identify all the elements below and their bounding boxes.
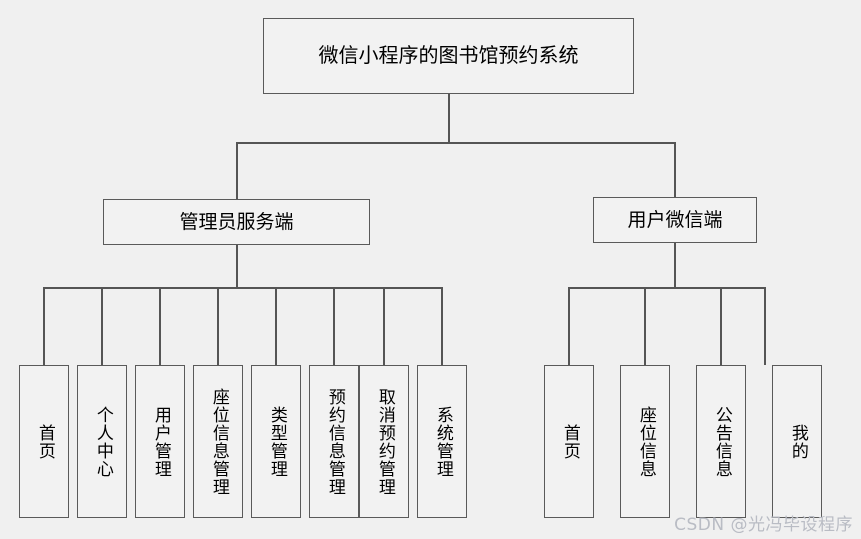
- node-leaf-label: 系统管理: [432, 405, 453, 478]
- node-leaf-label: 公告信息: [711, 405, 732, 478]
- connector-admin-drop-2: [101, 287, 103, 365]
- node-leaf-user-announcement-info[interactable]: 公告信息: [696, 365, 746, 518]
- connector-admin-drop-6: [333, 287, 335, 365]
- node-leaf-user-seat-info[interactable]: 座位信息: [620, 365, 670, 518]
- node-leaf-user-mine[interactable]: 我的: [772, 365, 822, 518]
- connector-user-drop-2: [644, 287, 646, 365]
- node-leaf-label: 个人中心: [92, 405, 113, 478]
- connector-to-user: [674, 142, 676, 197]
- connector-to-admin: [236, 142, 238, 199]
- node-user-wechat[interactable]: 用户微信端: [593, 197, 757, 243]
- connector-admin-bus: [43, 287, 442, 289]
- node-leaf-user-home[interactable]: 首页: [544, 365, 594, 518]
- connector-level1-bus: [236, 142, 676, 144]
- node-leaf-label: 座位信息管理: [208, 387, 229, 496]
- connector-admin-drop-7: [383, 287, 385, 365]
- node-leaf-admin-type-management[interactable]: 类型管理: [251, 365, 301, 518]
- watermark-text: CSDN @光冯毕设程序: [674, 515, 853, 535]
- node-leaf-label: 预约信息管理: [324, 387, 345, 496]
- node-leaf-label: 首页: [559, 423, 580, 460]
- node-leaf-admin-personal-center[interactable]: 个人中心: [77, 365, 127, 518]
- connector-admin-stem: [236, 245, 238, 287]
- node-leaf-label: 取消预约管理: [374, 387, 395, 496]
- connector-admin-drop-5: [275, 287, 277, 365]
- connector-user-drop-1: [568, 287, 570, 365]
- node-leaf-label: 我的: [787, 423, 808, 460]
- node-admin-service[interactable]: 管理员服务端: [103, 199, 370, 245]
- connector-user-stem: [674, 243, 676, 287]
- node-leaf-admin-home[interactable]: 首页: [19, 365, 69, 518]
- connector-user-bus: [568, 287, 766, 289]
- node-leaf-admin-user-management[interactable]: 用户管理: [135, 365, 185, 518]
- node-leaf-admin-system-management[interactable]: 系统管理: [417, 365, 467, 518]
- node-root-system[interactable]: 微信小程序的图书馆预约系统: [263, 18, 634, 94]
- connector-root-stem: [448, 94, 450, 142]
- node-root-label: 微信小程序的图书馆预约系统: [318, 43, 579, 68]
- node-leaf-admin-seat-info-management[interactable]: 座位信息管理: [193, 365, 243, 518]
- node-user-wechat-label: 用户微信端: [627, 208, 723, 231]
- node-leaf-label: 用户管理: [150, 405, 171, 478]
- connector-admin-drop-3: [159, 287, 161, 365]
- connector-admin-drop-8: [441, 287, 443, 365]
- node-leaf-admin-reservation-info-management[interactable]: 预约信息管理: [309, 365, 359, 518]
- connector-user-drop-4: [764, 287, 766, 365]
- connector-admin-drop-1: [43, 287, 45, 365]
- node-leaf-label: 座位信息: [635, 405, 656, 478]
- node-leaf-admin-cancel-reservation-management[interactable]: 取消预约管理: [359, 365, 409, 518]
- node-leaf-label: 首页: [34, 423, 55, 460]
- node-admin-service-label: 管理员服务端: [179, 210, 294, 233]
- connector-user-drop-3: [720, 287, 722, 365]
- connector-admin-drop-4: [217, 287, 219, 365]
- node-leaf-label: 类型管理: [266, 405, 287, 478]
